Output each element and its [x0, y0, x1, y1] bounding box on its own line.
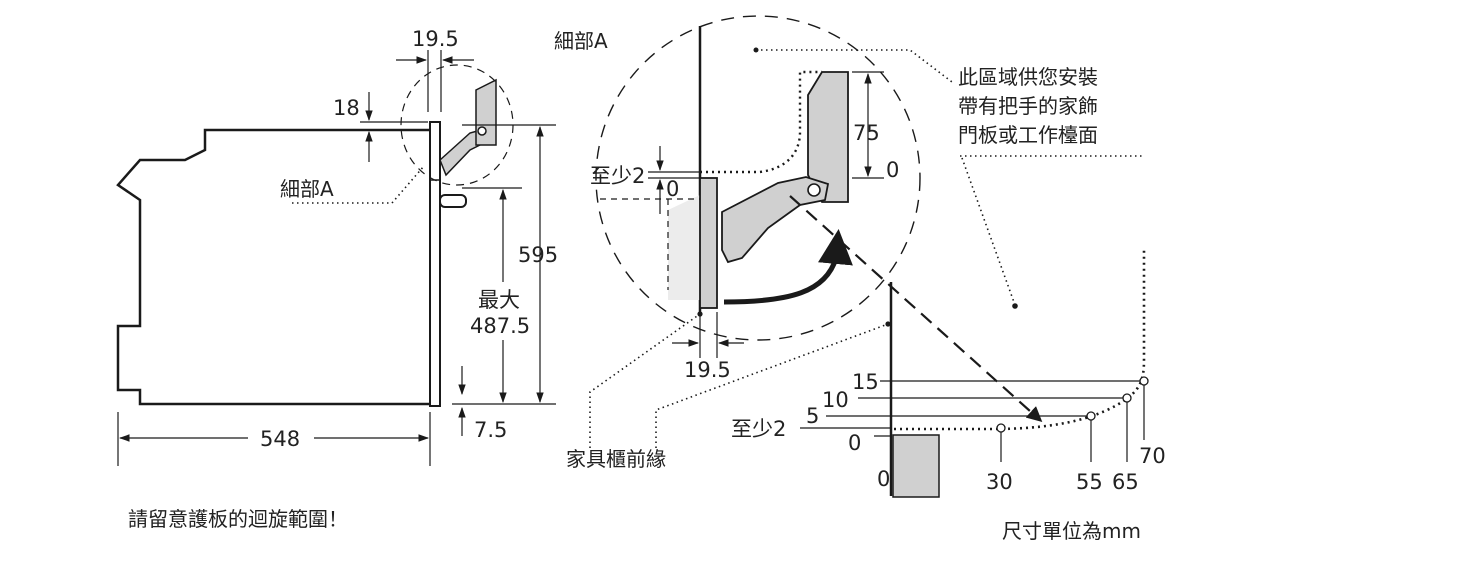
dim-19-5-bottom: 19.5	[684, 358, 731, 382]
oven-front-panel-detail	[699, 177, 718, 309]
note-line-3: 門板或工作檯面	[958, 123, 1098, 147]
dim-595: 595	[518, 243, 558, 267]
note-line-2: 帶有把手的家飾	[958, 94, 1098, 118]
swing-warning-text: 請留意護板的迴旋範圍！	[128, 507, 348, 531]
dim-max-value: 487.5	[470, 314, 530, 338]
detail-a-label-left: 細部A	[280, 177, 334, 201]
clearance-envelope	[700, 70, 822, 174]
graph-y-10: 10	[822, 388, 849, 412]
oven-body-outline	[116, 128, 430, 406]
graph-min-2-label: 至少2	[731, 417, 786, 441]
min-2-label-detail: 至少2	[590, 164, 645, 188]
decor-panel-small	[475, 78, 497, 146]
graph-x-70: 70	[1139, 444, 1166, 468]
dim-548: 548	[260, 427, 300, 451]
units-note: 尺寸單位為mm	[1002, 519, 1141, 543]
clearance-graph: 15 10 5 0 至少2 0 30 55 65 70	[731, 248, 1166, 498]
dim-0-left: 0	[666, 177, 679, 201]
decor-panel	[807, 71, 849, 203]
oven-handle-stub	[439, 194, 467, 208]
graph-envelope-curve	[894, 248, 1146, 431]
swing-arrow	[723, 229, 853, 305]
front-edge-label: 家具櫃前緣	[566, 447, 666, 471]
graph-x-30: 30	[986, 470, 1013, 494]
detail-a-title: 細部A	[554, 29, 608, 53]
graph-x-55: 55	[1076, 470, 1103, 494]
dim-7-5: 7.5	[474, 418, 507, 442]
dim-0-right: 0	[886, 158, 899, 182]
dim-18: 18	[333, 96, 360, 120]
detail-circle-large	[595, 15, 921, 341]
dim-75: 75	[853, 121, 880, 145]
oven-front-panel	[429, 121, 441, 407]
graph-x-65: 65	[1112, 470, 1139, 494]
graph-y-15: 15	[852, 370, 879, 394]
graph-oven-block	[892, 434, 940, 498]
swing-area	[668, 195, 700, 300]
note-line-1: 此區域供您安裝	[958, 65, 1098, 89]
detail-zoom-arrow	[789, 195, 1043, 423]
graph-y-5: 5	[806, 404, 819, 428]
dim-max-label: 最大	[478, 288, 520, 312]
oven-side-view: 19.5 18 細部A 595 最大 487.5 7.5 548	[116, 27, 558, 466]
graph-y-0: 0	[848, 431, 861, 455]
detail-a-view: 細部A 75 0 至少2 0	[554, 15, 1144, 471]
dim-top-19-5: 19.5	[412, 27, 459, 51]
graph-x-0: 0	[877, 467, 890, 491]
